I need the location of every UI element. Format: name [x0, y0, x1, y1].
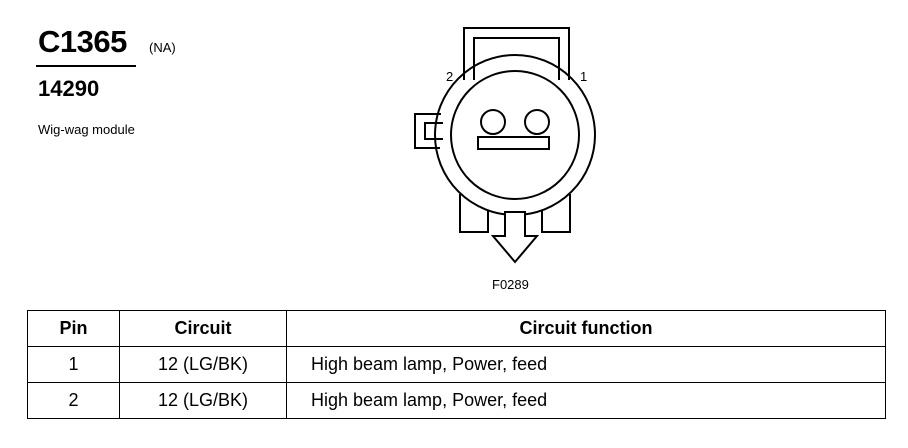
connector-left-latch — [414, 113, 441, 149]
variant-label: (NA) — [149, 40, 176, 55]
connector-outer-ring — [434, 54, 596, 216]
header-circuit-function: Circuit function — [286, 310, 886, 347]
connector-key-slot — [477, 136, 550, 150]
pin-cell: 2 — [27, 382, 120, 419]
figure-reference: F0289 — [492, 277, 529, 292]
connector-top-tab-inner — [473, 37, 560, 80]
terminal-left — [459, 194, 489, 233]
connector-code: C1365 — [38, 24, 127, 59]
title-underline — [36, 65, 136, 67]
table-header-row: Pin Circuit Circuit function — [27, 310, 886, 347]
connector-inner-ring — [450, 70, 580, 200]
pin-cavity-2 — [480, 109, 506, 135]
connector-face-diagram: 2 1 — [414, 27, 596, 264]
pin-label-1: 1 — [580, 69, 587, 84]
pinout-table: Pin Circuit Circuit function 1 12 (LG/BK… — [27, 310, 886, 419]
table-row: 2 12 (LG/BK) High beam lamp, Power, feed — [27, 382, 886, 419]
terminal-right — [541, 194, 571, 233]
pin-label-2: 2 — [446, 69, 453, 84]
circuit-cell: 12 (LG/BK) — [119, 382, 287, 419]
header-circuit: Circuit — [119, 310, 287, 347]
pin-cell: 1 — [27, 346, 120, 383]
table-row: 1 12 (LG/BK) High beam lamp, Power, feed — [27, 346, 886, 383]
function-cell: High beam lamp, Power, feed — [286, 382, 886, 419]
pin-cavity-1 — [524, 109, 550, 135]
circuit-cell: 12 (LG/BK) — [119, 346, 287, 383]
connector-left-latch-inner — [424, 122, 443, 140]
connector-top-tab — [463, 27, 570, 80]
header-pin: Pin — [27, 310, 120, 347]
part-number: 14290 — [38, 76, 100, 101]
module-description: Wig-wag module — [38, 122, 135, 137]
function-cell: High beam lamp, Power, feed — [286, 346, 886, 383]
harness-direction-arrow — [490, 211, 540, 264]
